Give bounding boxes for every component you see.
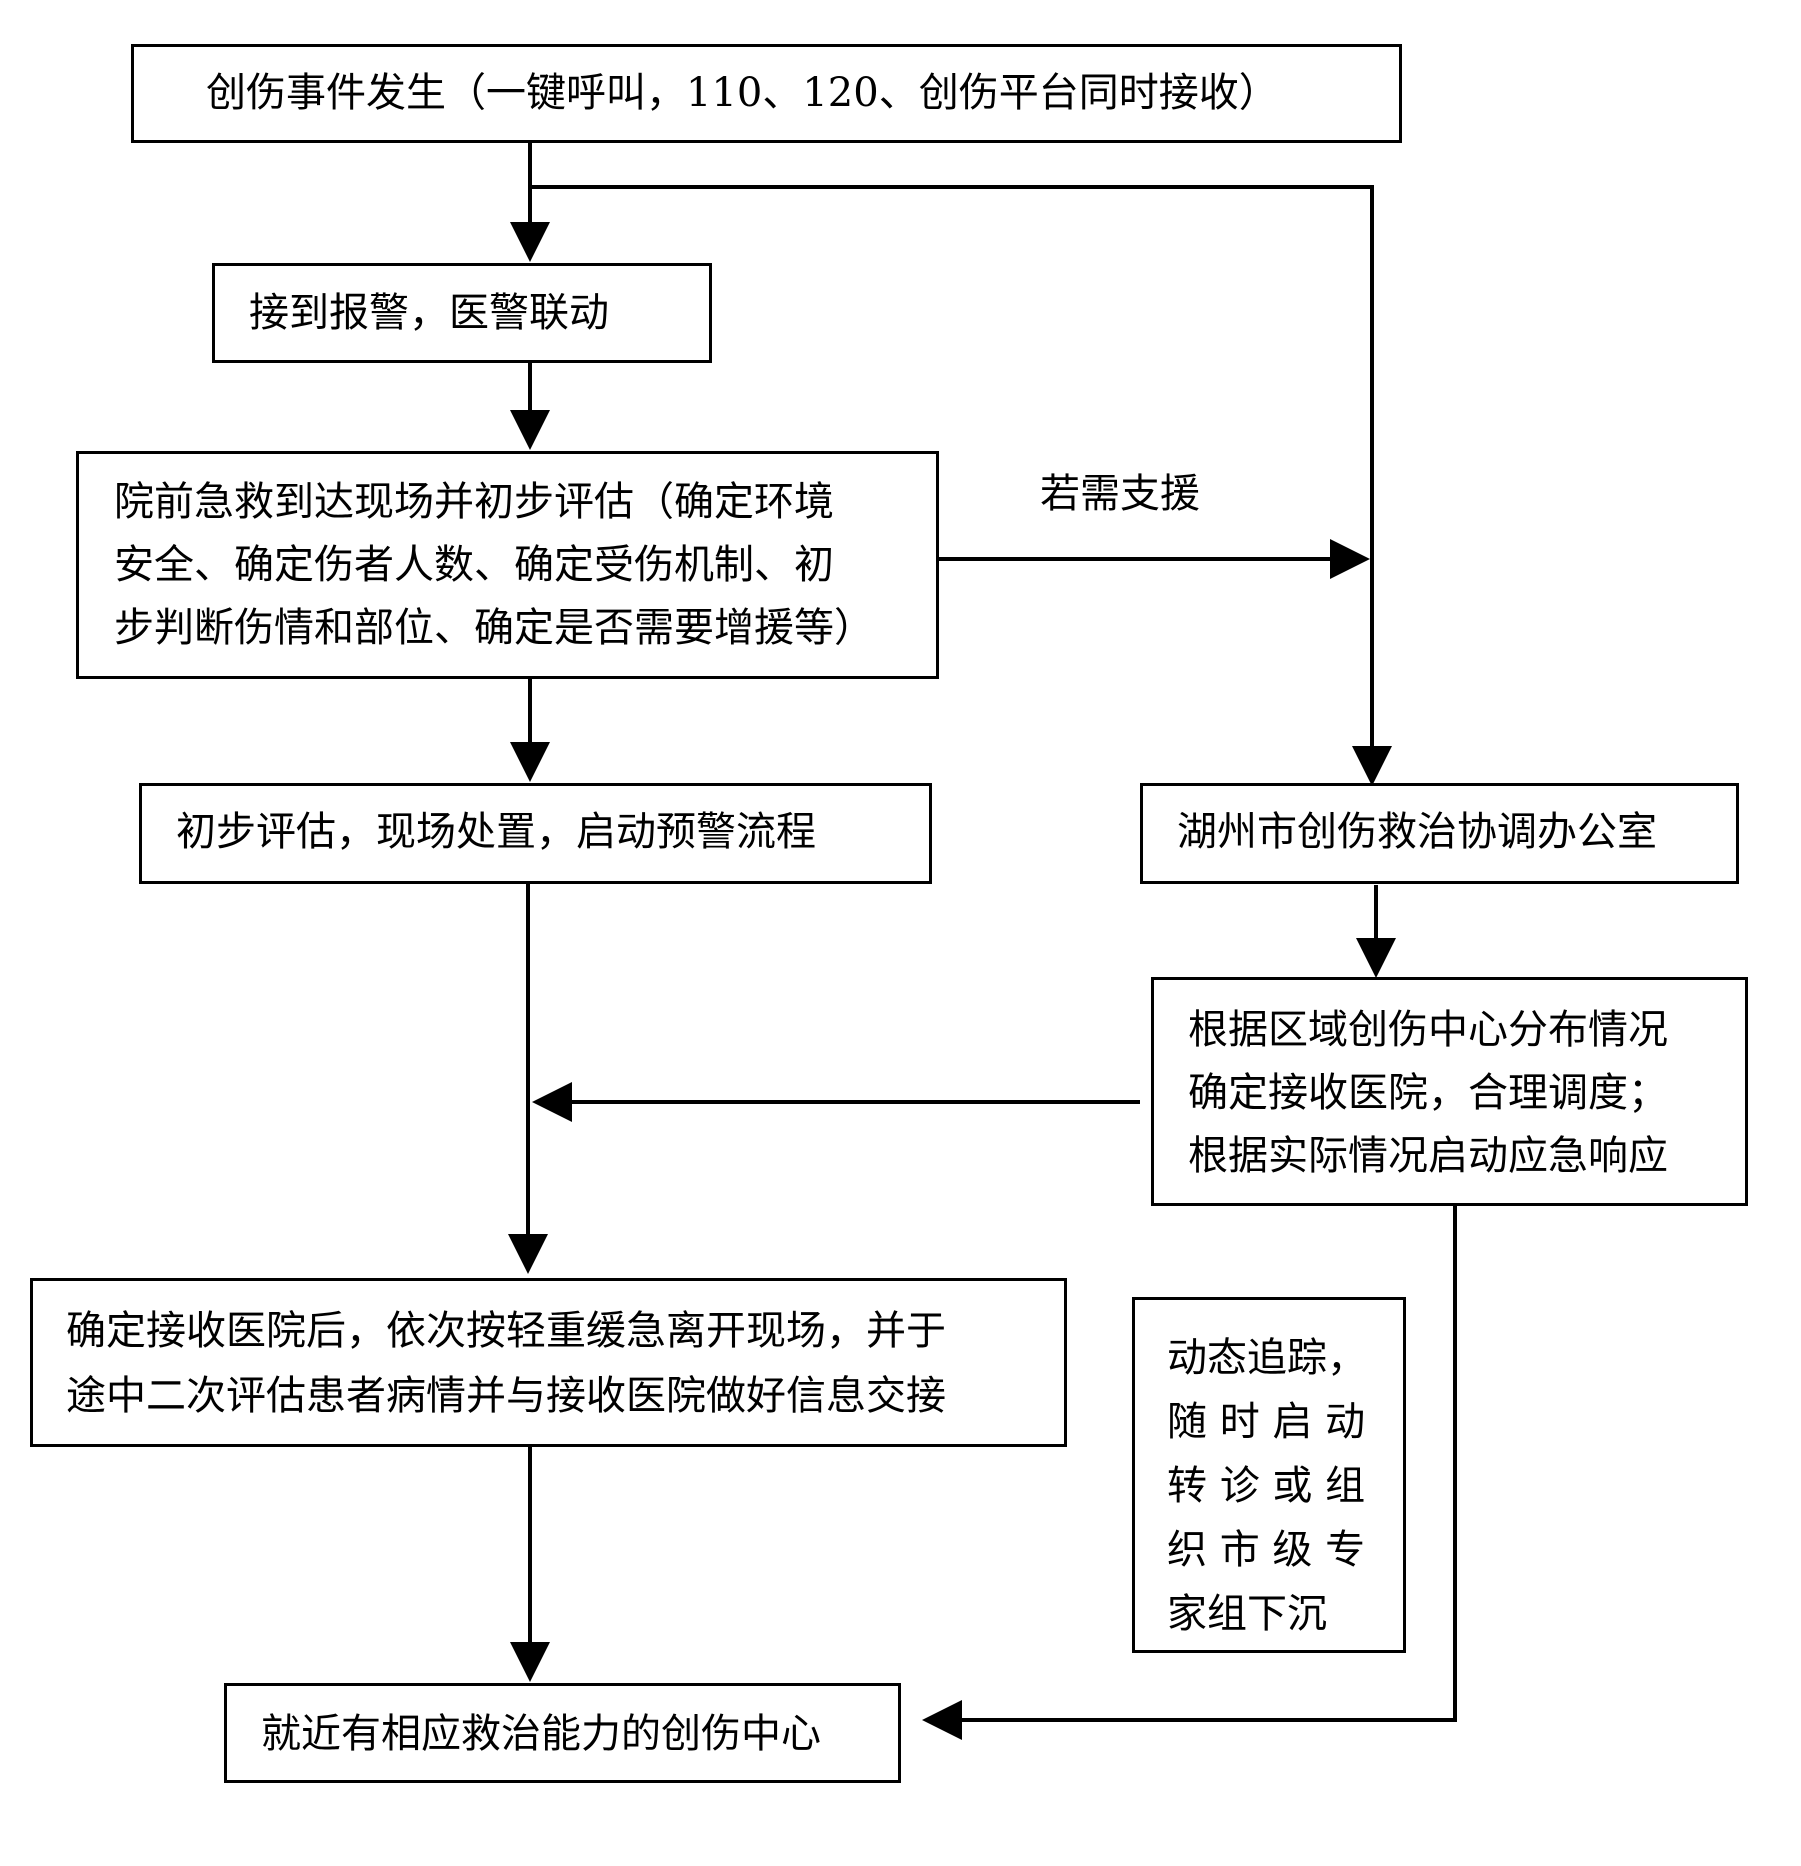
prehospital-line-3: 步判断伤情和部位、确定是否需要增援等） [114,605,874,651]
dispatch-line-3: 根据实际情况启动应急响应 [1188,1133,1668,1179]
tracking-line-5: 家组下沉 [1167,1591,1327,1637]
dispatch-line-1: 根据区域创伤中心分布情况 [1188,1007,1668,1053]
transport-line-2: 途中二次评估患者病情并与接收医院做好信息交接 [66,1373,946,1419]
prehospital-line-2: 安全、确定伤者人数、确定受伤机制、初 [114,542,834,588]
box-trauma-event: 创伤事件发生（一键呼叫，110、120、创伤平台同时接收） [131,44,1402,143]
box-coordination-office-text: 湖州市创伤救治协调办公室 [1177,809,1657,855]
box-transport-reassessment: 确定接收医院后，依次按轻重缓急离开现场，并于 途中二次评估患者病情并与接收医院做… [30,1278,1067,1447]
dispatch-line-2: 确定接收医院，合理调度； [1188,1070,1668,1116]
line-event-branch-right [530,185,1392,786]
box-dispatch-decision: 根据区域创伤中心分布情况 确定接收医院，合理调度； 根据实际情况启动应急响应 [1151,977,1748,1206]
box-onsite-handling: 初步评估，现场处置，启动预警流程 [139,783,932,884]
tracking-line-2: 随 时 启 动 [1167,1399,1366,1445]
box-trauma-event-text: 创伤事件发生（一键呼叫，110、120、创伤平台同时接收） [206,70,1279,116]
prehospital-line-1: 院前急救到达现场并初步评估（确定环境 [114,479,834,525]
tracking-line-4: 织 市 级 专 [1167,1527,1366,1573]
tracking-line-3: 转 诊 或 组 [1167,1463,1366,1509]
box-coordination-office: 湖州市创伤救治协调办公室 [1140,783,1739,884]
box-onsite-handling-text: 初步评估，现场处置，启动预警流程 [176,809,816,855]
line-dispatch-to-center [922,1205,1457,1740]
box-nearest-trauma-center-text: 就近有相应救治能力的创伤中心 [261,1711,821,1757]
box-alarm-received-text: 接到报警，医警联动 [249,290,609,336]
tracking-line-1: 动态追踪， [1167,1335,1367,1381]
transport-line-1: 确定接收医院后，依次按轻重缓急离开现场，并于 [66,1308,946,1354]
label-if-support-needed: 若需支援 [1040,471,1200,517]
box-nearest-trauma-center: 就近有相应救治能力的创伤中心 [224,1683,901,1783]
box-alarm-received: 接到报警，医警联动 [212,263,712,363]
box-prehospital-assessment: 院前急救到达现场并初步评估（确定环境 安全、确定伤者人数、确定受伤机制、初 步判… [76,451,939,679]
box-dynamic-tracking: 动态追踪， 随 时 启 动 转 诊 或 组 织 市 级 专 家组下沉 [1132,1297,1406,1653]
